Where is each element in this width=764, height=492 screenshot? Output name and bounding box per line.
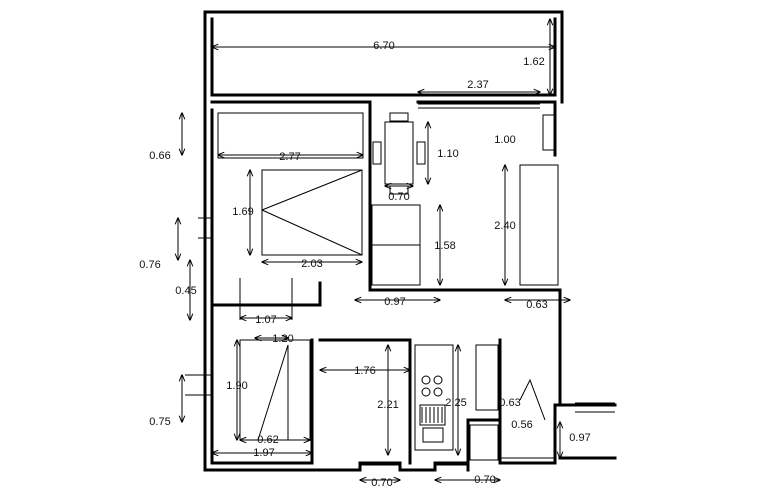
dim-shower-w: 0.63 bbox=[499, 397, 520, 409]
dim-door-width: 1.07 bbox=[255, 314, 276, 326]
dim-door-right: 0.97 bbox=[569, 432, 590, 444]
dim-terrace-depth: 1.62 bbox=[523, 56, 544, 68]
dim-hall-width: 1.76 bbox=[354, 365, 375, 377]
bed bbox=[261, 169, 363, 256]
dim-bed-depth: 1.69 bbox=[232, 206, 253, 218]
dim-sofa-depth: 1.58 bbox=[434, 240, 455, 252]
dim-counter-length: 2.40 bbox=[494, 220, 515, 232]
dim-kitchen-gap: 1.00 bbox=[494, 134, 515, 146]
dim-bed2-width: 1.20 bbox=[272, 333, 293, 345]
dim-shower-d: 0.56 bbox=[511, 419, 532, 431]
dining-table bbox=[384, 121, 414, 185]
windows bbox=[185, 103, 615, 466]
dim-counter-depth: 0.63 bbox=[526, 299, 547, 311]
walls bbox=[203, 10, 617, 472]
dim-stove-depth: 2.25 bbox=[445, 397, 466, 409]
kitchen-counter bbox=[519, 164, 559, 286]
dim-door-gap: 0.45 bbox=[175, 285, 196, 297]
dim-window-left: 0.76 bbox=[139, 259, 160, 271]
dimension-labels: 6.70 1.62 2.37 1.00 1.10 0.70 0.66 2.77 … bbox=[139, 40, 590, 489]
dim-wardrobe-width: 2.77 bbox=[279, 151, 300, 163]
dim-inner-width: 0.62 bbox=[257, 434, 278, 446]
dim-bed-width: 2.03 bbox=[301, 258, 322, 270]
bathtub bbox=[475, 344, 499, 411]
dim-window-bottom-left: 0.75 bbox=[149, 416, 170, 428]
dim-bed2-depth: 1.90 bbox=[226, 380, 247, 392]
bed-2 bbox=[239, 339, 311, 441]
dim-room2-width: 1.97 bbox=[253, 447, 274, 459]
dim-top-window: 2.37 bbox=[467, 79, 488, 91]
dim-table-width: 0.70 bbox=[388, 191, 409, 203]
dim-bath-depth: 2.21 bbox=[377, 399, 398, 411]
stove bbox=[414, 344, 454, 451]
dim-bottom-door1: 0.70 bbox=[371, 477, 392, 489]
dim-bottom-door2: 0.70 bbox=[474, 474, 495, 486]
dim-table-depth: 1.10 bbox=[437, 148, 458, 160]
toilet bbox=[469, 424, 499, 461]
dim-terrace-width: 6.70 bbox=[373, 40, 394, 52]
dim-sofa-width: 0.97 bbox=[384, 296, 405, 308]
dimension-lines bbox=[178, 19, 570, 480]
dim-wall-offset: 0.66 bbox=[149, 150, 170, 162]
